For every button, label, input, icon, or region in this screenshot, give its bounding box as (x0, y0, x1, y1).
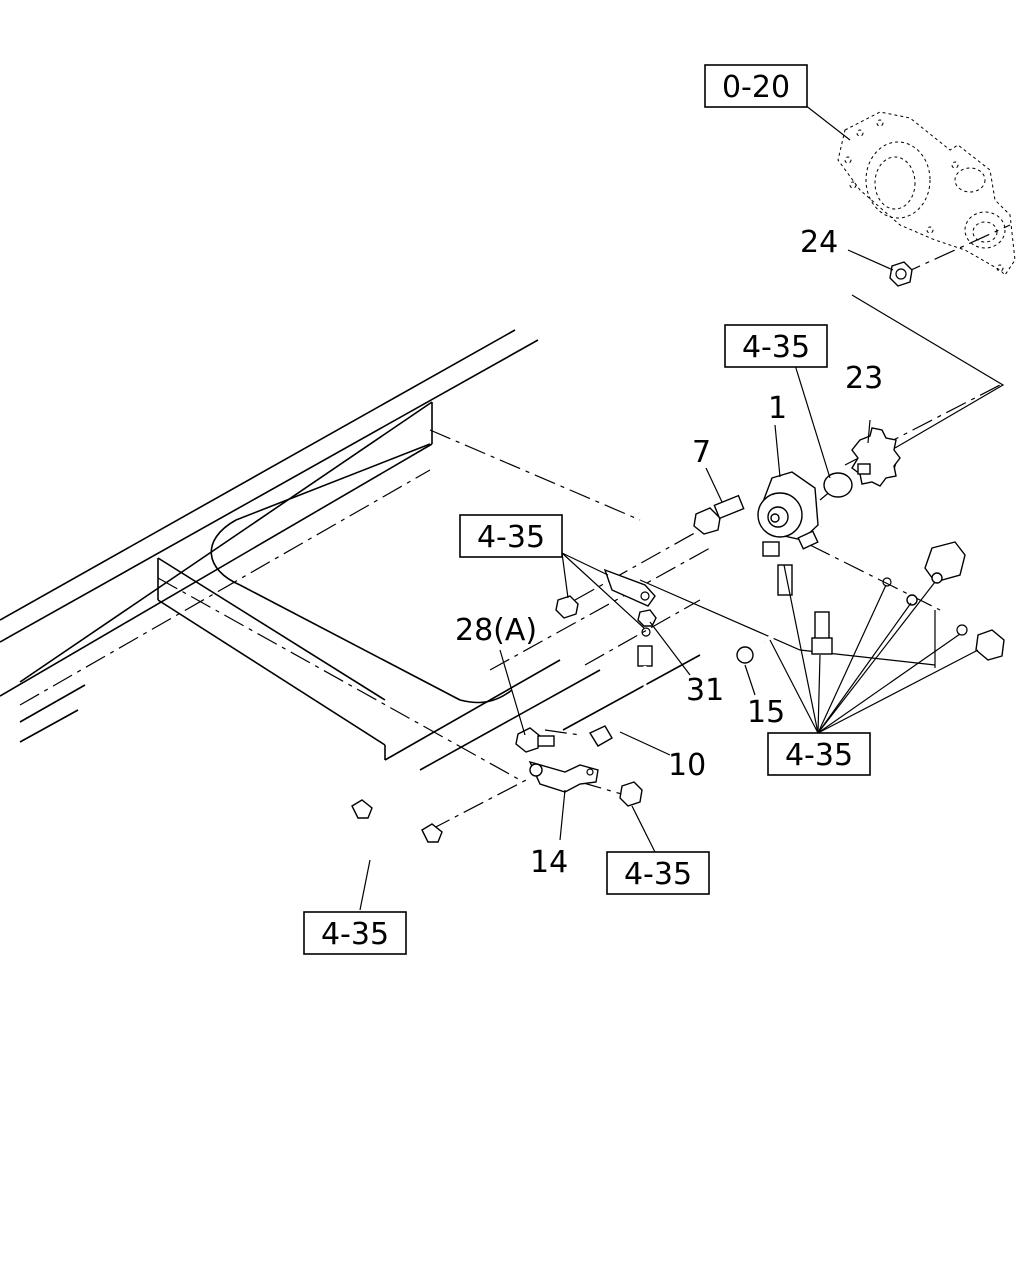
reference-box-4-35-pipe[interactable]: 4-35 (303, 911, 407, 955)
gear-case-cover (837, 111, 1016, 276)
pump-assembly (757, 471, 853, 557)
bracket-14 (528, 760, 643, 807)
callout-part-14: 14 (530, 845, 568, 880)
return-pipe-loop (266, 776, 443, 857)
callout-part-1: 1 (768, 391, 787, 426)
reference-box-4-35-hoses[interactable]: 4-35 (767, 732, 871, 776)
callout-part-24: 24 (800, 225, 838, 260)
reference-box-4-35-pump[interactable]: 4-35 (724, 324, 828, 368)
callout-part-7: 7 (692, 435, 711, 470)
assembly-lines (19, 224, 1011, 831)
bolt-28a (515, 727, 555, 753)
reference-label-4-35-bracket: 4-35 (477, 520, 545, 555)
callout-part-10: 10 (668, 748, 706, 783)
reference-box-0-20[interactable]: 0-20 (704, 64, 808, 108)
upper-bracket (555, 568, 657, 637)
reference-label-4-35-pump: 4-35 (742, 330, 810, 365)
reference-label-4-35-pipe: 4-35 (321, 917, 389, 952)
reference-box-4-35-nut[interactable]: 4-35 (606, 851, 710, 895)
reference-label-0-20: 0-20 (722, 70, 790, 105)
hose-group (736, 541, 1005, 664)
callout-part-23: 23 (845, 361, 883, 396)
reference-box-4-35-bracket[interactable]: 4-35 (459, 514, 563, 558)
reference-label-4-35-nut: 4-35 (624, 857, 692, 892)
callout-leaders (359, 104, 979, 911)
drive-gear (851, 427, 901, 487)
nut-24 (889, 261, 913, 287)
callout-part-31: 31 (686, 673, 724, 708)
reference-label-4-35-hoses: 4-35 (785, 738, 853, 773)
connector-7 (693, 494, 745, 535)
fuel-pipe-10 (588, 645, 653, 747)
callout-part-15: 15 (747, 695, 785, 730)
chassis-frame (0, 329, 701, 771)
callout-part-28a: 28(A) (455, 613, 537, 648)
